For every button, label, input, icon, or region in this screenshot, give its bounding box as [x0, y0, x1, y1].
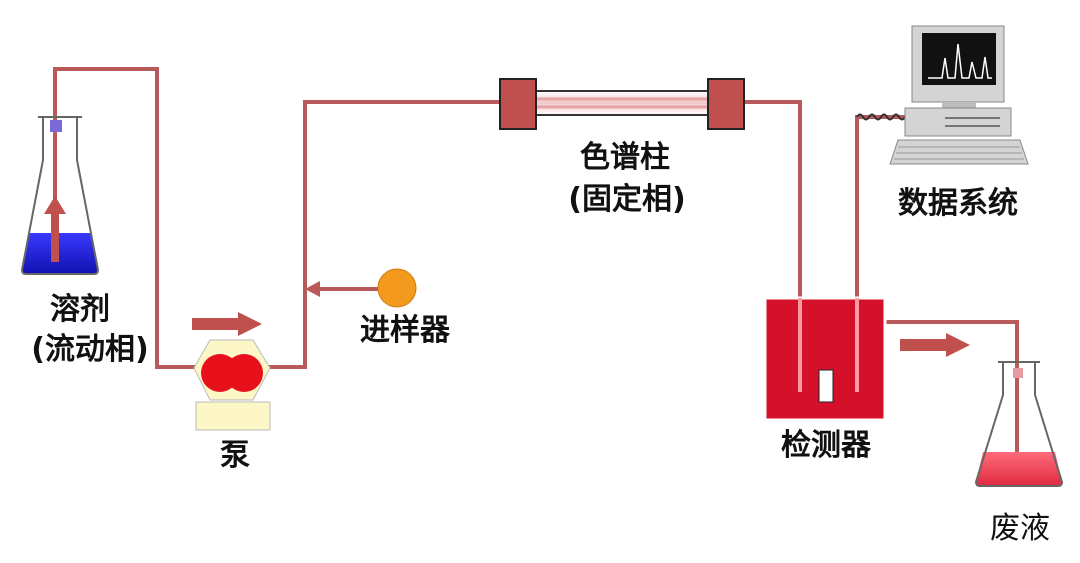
monitor-stand	[942, 102, 976, 108]
keyboard	[889, 139, 1029, 165]
detector-flow-arrow-head	[946, 333, 970, 357]
column-tube-icon	[499, 78, 745, 130]
tubing	[53, 67, 1019, 460]
computer-workstation-icon	[889, 25, 1029, 165]
data-system-label: 数据系统	[898, 186, 1018, 221]
pump-flow-arrow-head	[238, 312, 262, 336]
pump-icon	[192, 312, 271, 431]
injector-arrowhead	[305, 281, 320, 297]
erlenmeyer-flask-icon	[20, 116, 100, 275]
solvent-sub-label: (流动相)	[31, 332, 149, 367]
column-end-right	[707, 78, 745, 130]
waste-tube-tip	[1013, 368, 1023, 378]
data-cable-coil	[856, 113, 912, 121]
tubing-column-detector	[745, 100, 802, 300]
solvent-flow-arrow-head	[44, 196, 66, 214]
injector-valve-icon	[377, 268, 417, 308]
detector-cell-icon	[763, 296, 970, 422]
solvent-label: 溶剂	[50, 292, 110, 327]
pump-base	[195, 401, 271, 431]
column-label: 色谱柱	[580, 140, 670, 175]
tubing-detector-waste	[885, 320, 1019, 460]
column-tube	[533, 90, 711, 116]
detector-window	[818, 369, 834, 403]
waste-liquid	[976, 452, 1062, 486]
detector-label: 检测器	[781, 428, 871, 463]
monitor-screen	[922, 33, 996, 85]
pump-label: 泵	[220, 438, 250, 473]
solvent-flask-outline	[20, 117, 100, 275]
waste-flask-outline	[974, 362, 1064, 487]
injector-label: 进样器	[360, 313, 450, 348]
chromatogram-trace	[928, 43, 992, 79]
waste-label: 废液	[990, 511, 1050, 546]
system-unit	[904, 107, 1012, 137]
waste-erlenmeyer-flask-icon	[974, 361, 1064, 487]
solvent-liquid	[22, 233, 98, 274]
tubing-main	[53, 67, 500, 369]
pump-rotor-right	[225, 354, 263, 392]
solvent-tube-tip	[50, 120, 62, 132]
column-sub-label: (固定相)	[568, 182, 686, 217]
column-end-left	[499, 78, 537, 130]
